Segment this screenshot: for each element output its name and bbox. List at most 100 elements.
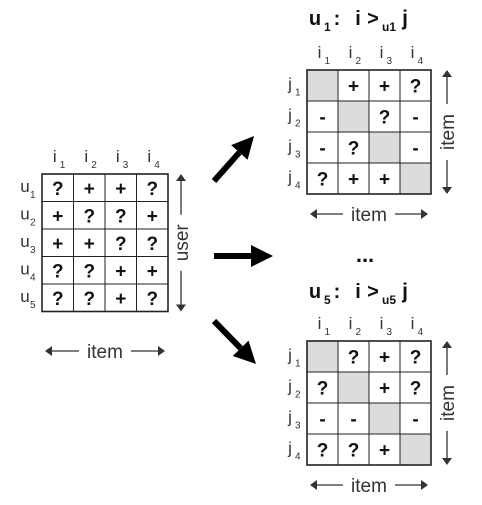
pairwise-1-row-header-letter: j <box>287 137 292 156</box>
cell-value: ? <box>83 206 95 227</box>
user-item-row-header-subscript: 4 <box>30 272 36 283</box>
pairwise-1-y-axis-label: item <box>438 114 459 150</box>
cell-value: ? <box>115 234 127 255</box>
arrow-right-head-icon <box>251 245 273 267</box>
axis-arrow-up-icon <box>442 70 452 77</box>
user-item-col-header-subscript: 2 <box>91 160 97 171</box>
pairwise-1-row-header-letter: j <box>287 168 292 187</box>
diagonal-cell <box>368 131 401 164</box>
pairwise-2-matrix-border <box>306 340 432 466</box>
cell-value: + <box>115 179 126 200</box>
cell-value: - <box>319 108 325 129</box>
pairwise-2-col-header-subscript: 1 <box>325 327 331 338</box>
pairwise-1-matrix-border <box>306 69 432 195</box>
matrix-cell <box>73 201 106 230</box>
pairwise-2-col-header-letter: i <box>380 314 384 333</box>
cell-value: + <box>147 261 158 282</box>
cell-value: - <box>412 108 418 129</box>
cell-value: - <box>319 139 325 160</box>
arrow-down-right-head-icon <box>232 340 256 364</box>
arrow-down-right <box>211 318 256 364</box>
matrix-cell <box>73 256 106 285</box>
diagonal-cell <box>337 371 370 404</box>
cell-value: ? <box>410 348 422 369</box>
pairwise-2-col-header-letter: i <box>349 314 353 333</box>
cell-value: ? <box>52 261 64 282</box>
cell-value: ? <box>410 379 422 400</box>
cell-value: ? <box>146 289 158 310</box>
cell-value: - <box>319 410 325 431</box>
user-item-col-header-subscript: 4 <box>154 160 160 171</box>
user-item-row-header-letter: u <box>20 232 29 251</box>
cell-value: + <box>379 441 390 462</box>
axis-arrow-left-icon <box>45 346 52 356</box>
pairwise-2-row-header-subscript: 4 <box>295 452 301 463</box>
pairwise-1-col-header-letter: i <box>318 43 322 62</box>
pairwise-1-title-operator-subscript: u1 <box>382 20 396 34</box>
user-item-y-axis: user <box>172 174 193 312</box>
pairwise-1-row-header-subscript: 1 <box>295 88 301 99</box>
user-item-row-header-subscript: 5 <box>30 300 36 311</box>
cell-value: - <box>350 410 356 431</box>
matrix-cell <box>136 228 169 257</box>
pairwise-2-row-header-letter: j <box>287 377 292 396</box>
axis-arrow-down-icon <box>442 187 452 194</box>
arrow-up-right-shaft <box>211 150 242 183</box>
cell-value: ? <box>379 108 391 129</box>
pairwise-2-col-header-letter: i <box>411 314 415 333</box>
axis-arrow-up-icon <box>442 341 452 348</box>
user-item-col-header-subscript: 3 <box>123 160 129 171</box>
user-item-matrix-border <box>41 173 169 313</box>
cell-value: + <box>379 379 390 400</box>
pairwise-2-y-axis-label: item <box>438 385 459 421</box>
diagonal-cell <box>399 433 432 466</box>
pairwise-1-col-header-subscript: 2 <box>356 56 362 67</box>
axis-arrow-down-icon <box>442 458 452 465</box>
cell-value: + <box>115 261 126 282</box>
axis-arrow-right-icon <box>421 480 428 490</box>
pairwise-2-col-header-letter: i <box>318 314 322 333</box>
pairwise-2-x-axis-label: item <box>351 476 387 497</box>
cell-value: ? <box>146 234 158 255</box>
cell-value: + <box>52 206 63 227</box>
pairwise-1-row-header-letter: j <box>287 75 292 94</box>
cell-value: ? <box>146 179 158 200</box>
axis-arrow-left-icon <box>310 209 317 219</box>
pairwise-2-y-axis: item <box>438 341 459 465</box>
arrow-down-right-shaft <box>211 318 243 351</box>
matrix-cell <box>337 131 370 164</box>
pairwise-2-row-header-subscript: 2 <box>295 390 301 401</box>
diagonal-cell <box>399 162 432 195</box>
matrix-cell <box>136 201 169 230</box>
pairwise-2-row-header-subscript: 3 <box>295 421 301 432</box>
pairwise-2-title-i: i <box>355 281 361 303</box>
pairwise-1-title-colon: : <box>334 8 341 30</box>
cell-value: + <box>52 234 63 255</box>
pairwise-2-title-operator: > <box>367 281 379 303</box>
pairwise-1-row-header-letter: j <box>287 106 292 125</box>
diagonal-cell <box>368 402 401 435</box>
cell-value: ? <box>115 206 127 227</box>
pairwise-1-title-operator: > <box>367 8 379 30</box>
pairwise-1-title-user-subscript: 1 <box>324 20 331 34</box>
matrix-cell <box>399 131 432 164</box>
cell-value: + <box>147 206 158 227</box>
pairwise-1-row-header-subscript: 2 <box>295 119 301 130</box>
cell-value: ? <box>83 289 95 310</box>
